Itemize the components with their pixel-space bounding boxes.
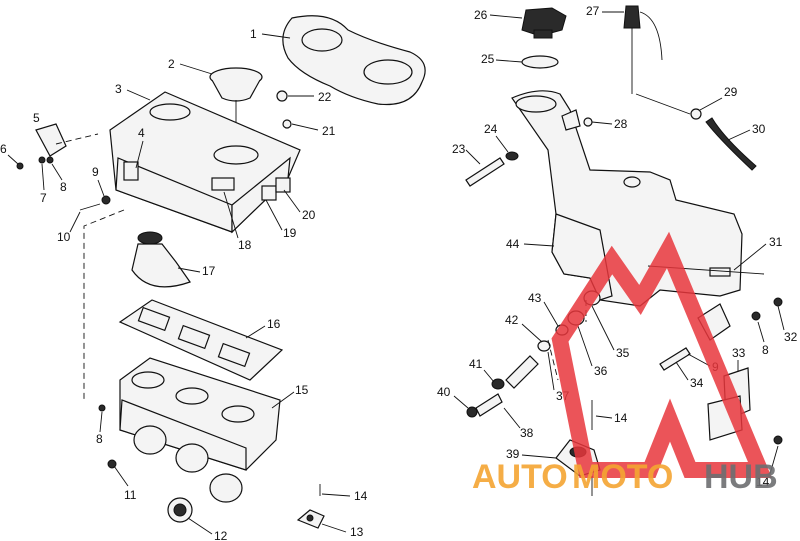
part-23-bolt (465, 151, 519, 187)
callout-5: 5 (33, 111, 40, 125)
part-13-bracket (296, 509, 325, 529)
callout-32: 32 (784, 330, 798, 344)
callout-25: 25 (481, 52, 495, 66)
callout-42: 42 (505, 313, 519, 327)
callout-41: 41 (469, 357, 483, 371)
part-16-gasket (118, 299, 284, 381)
callout-14-mid: 14 (614, 411, 628, 425)
callout-20: 20 (302, 208, 316, 222)
callout-31: 31 (769, 235, 783, 249)
callout-29: 29 (724, 85, 738, 99)
part-15-lower-airbox (119, 357, 281, 503)
callout-23: 23 (452, 142, 466, 156)
watermark-auto: AUTO (472, 458, 568, 496)
callout-8-lower: 8 (96, 432, 103, 446)
part-28-grommet (583, 117, 593, 127)
watermark-hub: HUB (704, 458, 778, 496)
callout-30: 30 (752, 122, 766, 136)
part-25-ring (521, 55, 559, 69)
callout-34: 34 (690, 376, 704, 390)
callout-7: 7 (40, 191, 47, 205)
callout-40: 40 (437, 385, 451, 399)
callout-15: 15 (295, 383, 309, 397)
callout-16: 16 (267, 317, 281, 331)
left-hardware (16, 90, 321, 496)
callout-1: 1 (250, 27, 257, 41)
callout-43: 43 (528, 291, 542, 305)
callout-19: 19 (283, 226, 297, 240)
callout-9: 9 (92, 165, 99, 179)
callout-10: 10 (57, 230, 71, 244)
part-27-sender (623, 5, 663, 94)
part-12-clamp (167, 497, 193, 523)
callout-3: 3 (115, 82, 122, 96)
callout-36: 36 (594, 364, 608, 378)
callout-4: 4 (138, 126, 145, 140)
part-29-fitting (690, 108, 702, 120)
callout-26: 26 (474, 8, 488, 22)
callout-14-right: 14 (756, 475, 770, 489)
callout-44: 44 (506, 237, 520, 251)
part-30-hose (705, 117, 757, 171)
part-17-boot (131, 231, 191, 288)
callout-labels: 1 2 3 4 5 6 7 8 9 10 11 12 13 14 15 16 1… (0, 4, 798, 541)
part-1-cover (282, 15, 426, 106)
callout-11: 11 (124, 488, 137, 502)
callout-22: 22 (318, 90, 332, 104)
callout-13: 13 (350, 525, 364, 539)
callout-39: 39 (506, 447, 520, 461)
callout-8-right: 8 (762, 343, 769, 357)
part-26-cap (521, 7, 567, 39)
watermark-moto: MOTO (572, 458, 673, 496)
callout-14: 14 (354, 489, 368, 503)
callout-38: 38 (520, 426, 534, 440)
watermark-logo (551, 231, 773, 478)
callout-6: 6 (0, 142, 7, 156)
callout-27: 27 (586, 4, 600, 18)
callout-18: 18 (238, 238, 252, 252)
callout-8: 8 (60, 180, 67, 194)
watermark-text: AUTO MOTO HUB (472, 458, 778, 496)
watermark-triangle-icon (551, 231, 773, 478)
callout-28: 28 (614, 117, 628, 131)
callout-17: 17 (202, 264, 216, 278)
callout-12: 12 (214, 529, 228, 541)
callout-2: 2 (168, 57, 175, 71)
callout-33: 33 (732, 346, 746, 360)
part-3-airbox-lid (109, 91, 301, 234)
callout-21: 21 (322, 124, 336, 138)
callout-35: 35 (616, 346, 630, 360)
callout-24: 24 (484, 122, 498, 136)
part-2-funnel (209, 67, 263, 148)
